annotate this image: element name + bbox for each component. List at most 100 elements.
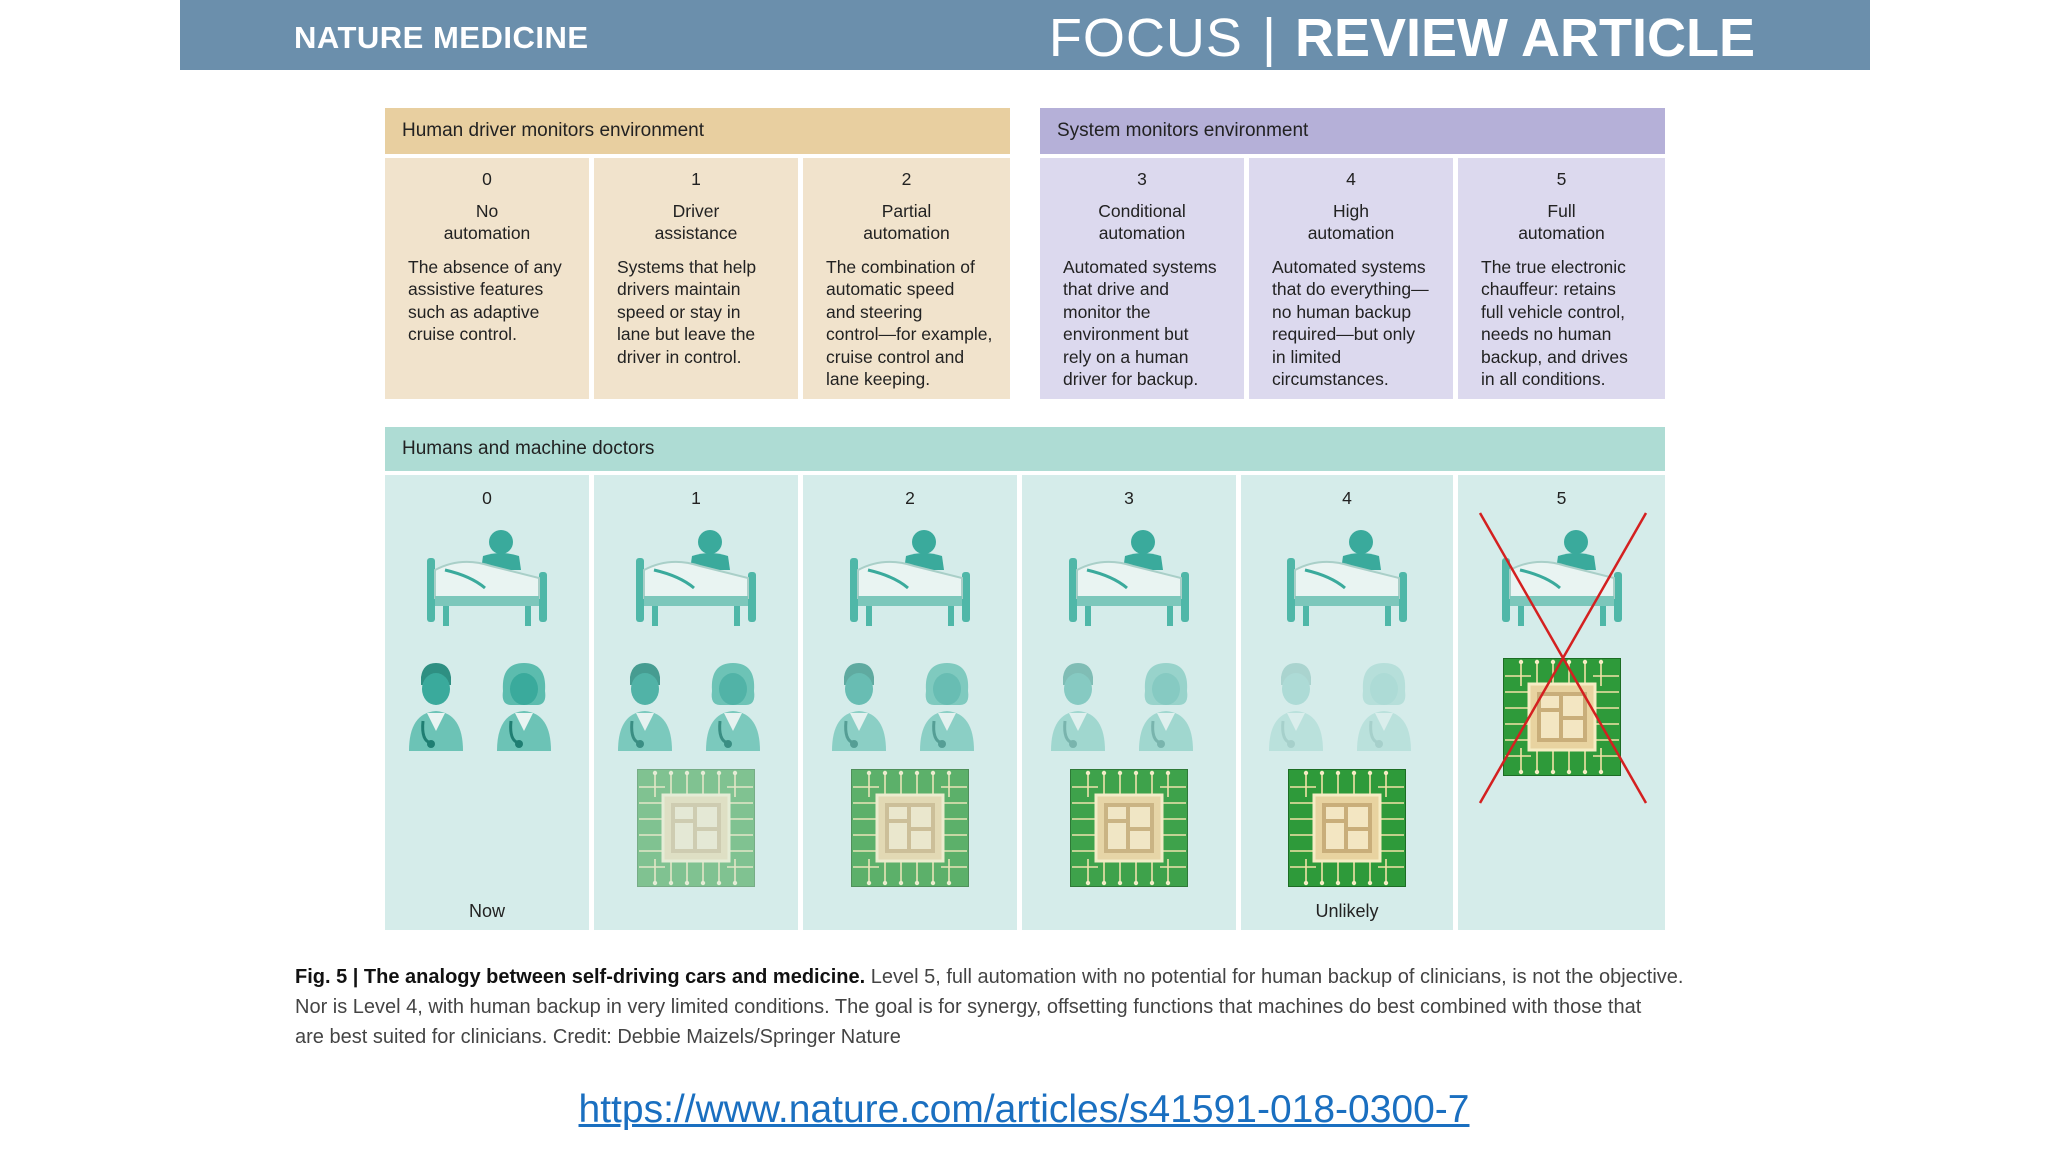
doctor-level-number: 2: [905, 488, 915, 508]
level-description-line: that do everything—: [1272, 279, 1429, 299]
caption-text-1: Level 5, full automation with no potenti…: [865, 966, 1684, 988]
level-number: 5: [1556, 169, 1567, 189]
level-description-line: needs no human: [1481, 324, 1612, 344]
level-title-line: Conditional: [1098, 200, 1186, 221]
level-description-line: assistive features: [408, 279, 544, 299]
doctor-level-footer: Unlikely: [1315, 901, 1379, 921]
female-doctor-icon: [491, 661, 557, 759]
level-description-line: environment but: [1063, 324, 1189, 344]
female-doctor-icon: [1351, 661, 1417, 759]
doctor-level-number: 3: [1124, 488, 1134, 508]
level-title-line: High: [1333, 200, 1369, 221]
ai-chip-icon: [850, 768, 970, 893]
figure-caption: Fig. 5 | The analogy between self-drivin…: [295, 962, 1755, 1052]
level-description-line: lane but leave the: [617, 324, 756, 344]
level-title-line: Partial: [881, 200, 932, 221]
doctor-level-1-column: 1: [594, 475, 798, 930]
level-description-line: that drive and: [1063, 279, 1170, 299]
level-description-line: full vehicle control,: [1481, 301, 1625, 322]
level-title-line: automation: [1518, 223, 1605, 243]
level-title-line: Driver: [672, 200, 720, 221]
male-doctor-icon: [403, 661, 469, 759]
level-title-line: automation: [443, 223, 531, 243]
level-description-line: driver for backup.: [1063, 369, 1199, 389]
level-description-line: speed or stay in: [617, 301, 741, 322]
ai-chip-icon: [1287, 768, 1407, 893]
level-number: 1: [691, 169, 701, 189]
doctor-level-number: 5: [1556, 488, 1567, 508]
ai-chip-icon: [636, 768, 756, 893]
level-description-line: required—but only: [1272, 324, 1415, 344]
male-doctor-icon: [1263, 661, 1329, 759]
doctors-band: Humans and machine doctors: [385, 427, 1665, 471]
caption-text-2: Nor is Level 4, with human backup in ver…: [295, 996, 1642, 1018]
journal-header-bar: NATURE MEDICINE FOCUS | REVIEW ARTICLE: [180, 0, 1870, 70]
level-title-line: automation: [1098, 223, 1186, 243]
level-description-line: rely on a human: [1063, 346, 1189, 367]
level-description-line: cruise control.: [408, 324, 517, 344]
level-title-line: No: [475, 200, 499, 221]
patient-bed-icon: [1281, 526, 1413, 642]
level-title-line: Full: [1547, 200, 1576, 221]
level-description-line: control—for example,: [826, 324, 993, 344]
journal-name: NATURE MEDICINE: [294, 20, 589, 55]
level-description-line: The combination of: [826, 256, 975, 277]
level-title-line: automation: [863, 223, 950, 243]
female-doctor-icon: [700, 661, 766, 759]
doctor-level-number: 0: [482, 488, 492, 508]
level-description-line: backup, and drives: [1481, 346, 1628, 367]
separator: |: [1261, 8, 1276, 68]
level-number: 2: [901, 169, 912, 189]
level-description-line: Systems that help: [617, 256, 757, 277]
level-description-line: circumstances.: [1272, 369, 1389, 389]
level-description-line: The absence of any: [408, 256, 562, 277]
patient-bed-icon: [421, 526, 553, 642]
level-description-line: lane keeping.: [826, 369, 931, 389]
level-title-line: automation: [1307, 223, 1395, 243]
female-doctor-icon: [1133, 661, 1199, 759]
doctor-level-footer: Now: [468, 901, 505, 921]
level-number: 3: [1137, 169, 1147, 189]
red-cross-icon: [1478, 511, 1648, 813]
level-description-line: automatic speed: [826, 279, 955, 299]
section-label: FOCUS | REVIEW ARTICLE: [1049, 8, 1755, 68]
level-description-line: in all conditions.: [1481, 369, 1606, 389]
level-description-line: driver in control.: [617, 346, 742, 367]
ai-chip-icon: [1069, 768, 1189, 893]
doctor-level-5-column: 5: [1458, 475, 1665, 930]
patient-bed-icon: [1063, 526, 1195, 642]
male-doctor-icon: [826, 661, 892, 759]
level-description-line: no human backup: [1272, 301, 1412, 322]
patient-bed-icon: [844, 526, 976, 642]
female-doctor-icon: [914, 661, 980, 759]
level-description-line: drivers maintain: [617, 279, 741, 299]
level-number: 0: [482, 169, 492, 189]
article-link[interactable]: https://www.nature.com/articles/s41591-0…: [578, 1088, 1470, 1131]
level-description-line: Automated systems: [1272, 256, 1426, 277]
patient-bed-icon: [1496, 526, 1628, 642]
level-description-line: such as adaptive: [408, 301, 540, 322]
focus-label: FOCUS: [1048, 8, 1243, 68]
level-description-line: cruise control and: [826, 346, 965, 367]
article-type: REVIEW ARTICLE: [1294, 8, 1755, 68]
level-description-line: in limited: [1272, 346, 1342, 367]
caption-text-3: are best suited for clinicians. Credit: …: [295, 1026, 901, 1048]
level-description-line: monitor the: [1063, 301, 1151, 322]
